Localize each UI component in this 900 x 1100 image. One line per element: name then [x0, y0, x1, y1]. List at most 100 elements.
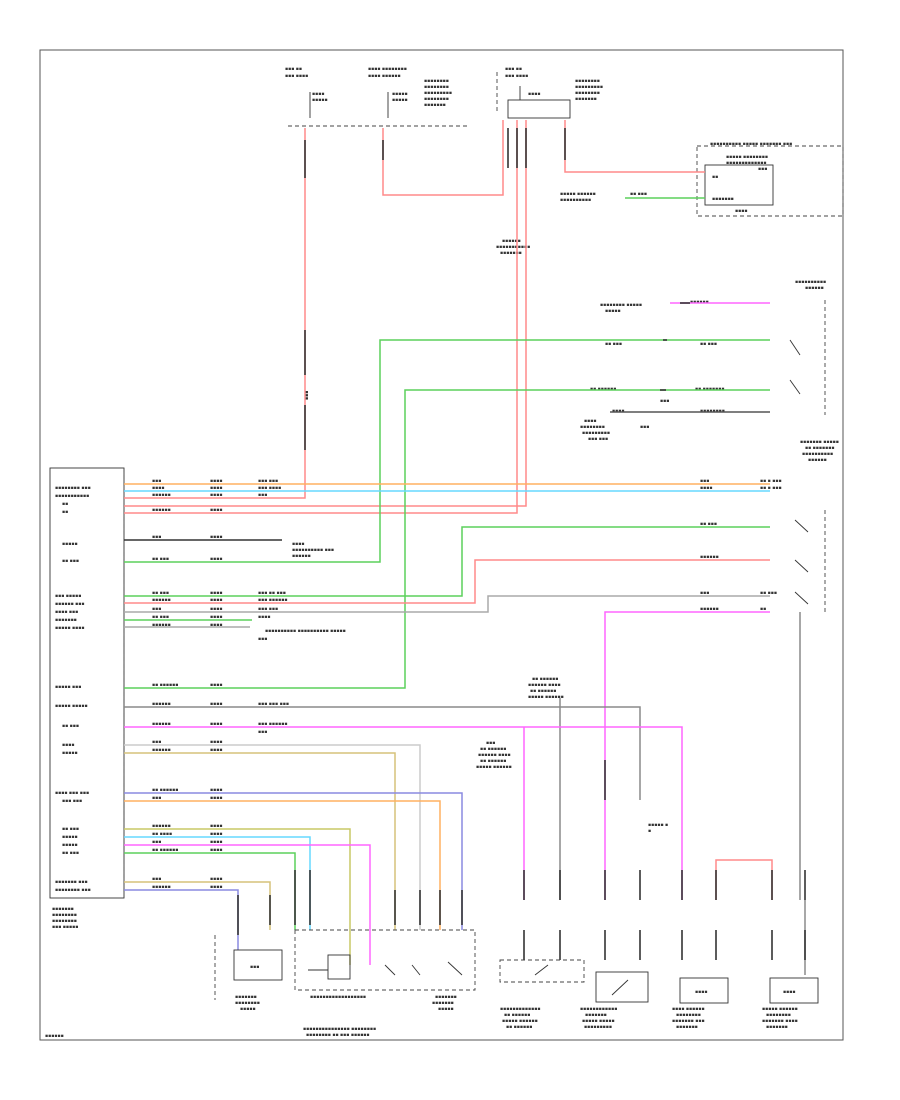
svg-text:▪▪▪▪: ▪▪▪▪ [210, 885, 222, 890]
svg-text:▪▪▪▪▪: ▪▪▪▪▪ [62, 751, 78, 756]
svg-text:▪▪▪▪▪▪: ▪▪▪▪▪▪ [152, 702, 171, 707]
svg-text:▪▪▪▪▪▪▪▪: ▪▪▪▪▪▪▪▪ [235, 1001, 260, 1006]
svg-text:▪▪▪▪▪▪: ▪▪▪▪▪▪ [808, 458, 827, 463]
svg-text:▪▪▪▪▪▪▪: ▪▪▪▪▪▪▪ [435, 995, 457, 1000]
svg-text:▪▪▪▪▪▪▪▪: ▪▪▪▪▪▪▪▪ [575, 91, 600, 96]
svg-text:▪▪▪▪▪▪▪: ▪▪▪▪▪▪▪ [52, 907, 74, 912]
svg-text:▪▪▪▪: ▪▪▪▪ [584, 419, 596, 424]
svg-text:▪▪▪▪▪: ▪▪▪▪▪ [62, 843, 78, 848]
svg-text:▪▪▪▪: ▪▪▪▪ [210, 535, 222, 540]
svg-text:▪▪ ▪▪▪▪: ▪▪ ▪▪▪▪ [152, 832, 172, 837]
svg-text:▪▪▪▪▪: ▪▪▪▪▪ [312, 98, 328, 103]
svg-text:▪▪▪: ▪▪▪ [152, 796, 161, 801]
svg-text:▪▪▪ ▪▪: ▪▪▪ ▪▪ [285, 67, 302, 72]
control-module: ▪▪▪▪▪▪▪▪ ▪▪▪ ▪▪▪▪▪▪▪▪▪▪▪ ▪▪ ▪▪ ▪▪▪▪▪ ▪▪ … [49, 467, 125, 930]
svg-text:▪▪▪▪▪▪▪ ▪▪▪: ▪▪▪▪▪▪▪ ▪▪▪ [672, 1019, 705, 1024]
svg-text:▪▪▪▪▪▪▪▪▪▪▪▪: ▪▪▪▪▪▪▪▪▪▪▪▪ [580, 1007, 617, 1012]
svg-text:▪▪ ▪▪▪▪▪▪: ▪▪ ▪▪▪▪▪▪ [530, 689, 556, 694]
instrument-cluster-box: ▪▪▪▪▪▪▪▪▪▪ ▪▪▪▪▪ ▪▪▪▪▪▪▪ ▪▪▪ ▪▪▪▪▪ ▪▪▪▪▪… [560, 142, 844, 217]
svg-text:▪▪▪▪: ▪▪▪▪ [210, 877, 222, 882]
svg-text:▪▪: ▪▪ [62, 510, 68, 515]
svg-text:▪▪▪▪: ▪▪▪▪ [210, 479, 222, 484]
svg-text:▪▪▪ ▪▪▪▪: ▪▪▪ ▪▪▪▪ [258, 486, 281, 491]
svg-text:▪▪▪▪▪▪: ▪▪▪▪▪▪ [152, 722, 171, 727]
wire-labels: ▪▪▪▪▪▪▪▪▪▪ ▪▪▪ ▪▪▪▪▪▪▪▪▪▪▪ ▪▪▪▪ ▪▪▪▪▪▪▪▪… [152, 391, 782, 890]
svg-text:▪▪▪▪▪ ▪▪▪▪: ▪▪▪▪▪ ▪▪▪▪ [55, 626, 84, 631]
svg-text:▪▪▪▪▪ ▪▪▪▪▪▪: ▪▪▪▪▪ ▪▪▪▪▪▪ [528, 695, 564, 700]
svg-text:▪▪ ▪▪▪: ▪▪ ▪▪▪ [62, 559, 79, 564]
svg-text:▪▪▪▪▪▪▪▪▪: ▪▪▪▪▪▪▪▪▪ [582, 431, 610, 436]
svg-text:▪▪▪: ▪▪▪ [258, 493, 267, 498]
svg-text:▪▪▪▪▪▪▪▪▪▪: ▪▪▪▪▪▪▪▪▪▪ [802, 452, 833, 457]
svg-text:▪▪▪ ▪▪▪: ▪▪▪ ▪▪▪ [588, 437, 608, 442]
svg-text:▪▪▪▪▪▪▪: ▪▪▪▪▪▪▪ [500, 251, 522, 256]
svg-text:▪▪▪ ▪▪▪▪▪: ▪▪▪ ▪▪▪▪▪ [52, 925, 78, 930]
svg-text:▪▪▪▪▪: ▪▪▪▪▪ [62, 542, 78, 547]
wire-red-4 [124, 120, 527, 507]
svg-text:▪▪▪: ▪▪▪ [258, 730, 267, 735]
svg-text:▪▪▪▪▪▪: ▪▪▪▪▪▪ [45, 1034, 64, 1039]
svg-text:▪▪▪▪▪▪ ▪▪▪▪: ▪▪▪▪▪▪ ▪▪▪▪ [478, 753, 511, 758]
svg-text:▪▪▪ ▪▪▪: ▪▪▪ ▪▪▪ [258, 607, 278, 612]
svg-text:▪▪▪▪▪▪: ▪▪▪▪▪▪ [152, 598, 171, 603]
svg-text:▪▪▪▪: ▪▪▪▪ [210, 702, 222, 707]
svg-text:▪▪▪ ▪▪▪: ▪▪▪ ▪▪▪ [62, 799, 82, 804]
svg-text:▪▪▪▪: ▪▪▪▪ [210, 796, 222, 801]
svg-text:▪▪▪▪: ▪▪▪▪ [62, 743, 74, 748]
wire-tan-lower [124, 752, 396, 930]
svg-text:▪▪: ▪▪ [712, 175, 718, 180]
svg-text:▪▪ ▪▪▪: ▪▪ ▪▪▪ [152, 591, 169, 596]
svg-text:▪▪▪▪▪▪▪▪: ▪▪▪▪▪▪▪▪ [424, 97, 449, 102]
svg-text:▪▪▪▪: ▪▪▪▪ [210, 591, 222, 596]
svg-text:▪▪▪▪▪: ▪▪▪▪▪ [240, 1007, 256, 1012]
svg-text:▪▪▪▪: ▪▪▪▪ [210, 557, 222, 562]
wire-magenta-long [604, 611, 770, 900]
wire-olive-1 [124, 828, 351, 965]
svg-text:▪▪: ▪▪ [62, 502, 68, 507]
svg-text:▪▪ ▪▪▪▪▪▪: ▪▪ ▪▪▪▪▪▪ [506, 1025, 532, 1030]
svg-text:▪▪▪▪▪: ▪▪▪▪▪ [605, 309, 621, 314]
svg-text:▪▪ ▪▪▪: ▪▪ ▪▪▪ [62, 851, 79, 856]
svg-text:▪▪▪: ▪▪▪ [152, 607, 161, 612]
svg-text:▪▪▪▪: ▪▪▪▪ [210, 848, 222, 853]
svg-text:▪▪▪▪▪▪▪▪: ▪▪▪▪▪▪▪▪ [52, 919, 77, 924]
svg-text:▪▪▪▪: ▪▪▪▪ [695, 990, 707, 995]
svg-text:▪▪▪▪: ▪▪▪▪ [210, 788, 222, 793]
svg-text:▪▪▪▪▪▪▪▪ ▪▪ ▪▪▪ ▪▪▪▪▪▪: ▪▪▪▪▪▪▪▪ ▪▪ ▪▪▪ ▪▪▪▪▪▪ [306, 1033, 370, 1038]
svg-text:▪▪ ▪▪▪▪▪▪: ▪▪ ▪▪▪▪▪▪ [504, 1013, 530, 1018]
switch-1 [499, 959, 585, 983]
svg-text:▪▪▪▪▪▪▪▪▪: ▪▪▪▪▪▪▪▪▪ [575, 85, 603, 90]
svg-text:▪▪▪▪▪ ▪▪▪▪▪▪: ▪▪▪▪▪ ▪▪▪▪▪▪ [476, 765, 512, 770]
svg-text:▪▪▪▪▪▪▪▪▪: ▪▪▪▪▪▪▪▪▪ [584, 1025, 612, 1030]
svg-text:▪▪▪▪▪▪▪: ▪▪▪▪▪▪▪ [676, 1025, 698, 1030]
svg-text:▪▪ ▪▪▪: ▪▪ ▪▪▪ [630, 192, 647, 197]
svg-text:▪▪▪ ▪▪ ▪▪▪: ▪▪▪ ▪▪ ▪▪▪ [258, 591, 286, 596]
svg-text:▪▪▪▪▪▪: ▪▪▪▪▪▪ [152, 824, 171, 829]
svg-text:▪: ▪ [648, 829, 651, 834]
svg-text:▪▪▪▪▪▪: ▪▪▪▪▪▪ [152, 748, 171, 753]
svg-text:▪▪▪▪: ▪▪▪▪ [210, 722, 222, 727]
svg-text:▪▪ ▪▪▪: ▪▪ ▪▪▪ [700, 342, 717, 347]
svg-text:▪▪▪▪: ▪▪▪▪ [210, 486, 222, 491]
svg-text:▪▪▪▪: ▪▪▪▪ [210, 832, 222, 837]
svg-text:▪▪▪: ▪▪▪ [700, 479, 709, 484]
switch-2 [595, 971, 649, 1003]
svg-text:▪▪▪▪▪: ▪▪▪▪▪ [438, 1007, 454, 1012]
svg-text:▪▪▪: ▪▪▪ [758, 167, 767, 172]
svg-text:▪▪▪▪▪▪▪: ▪▪▪▪▪▪▪ [712, 197, 734, 202]
svg-text:▪▪▪▪▪ ▪▪▪▪▪▪: ▪▪▪▪▪ ▪▪▪▪▪▪ [762, 1007, 798, 1012]
svg-text:▪▪▪: ▪▪▪ [700, 591, 709, 596]
svg-text:▪▪▪▪▪▪▪▪▪▪▪▪▪▪▪ ▪▪▪▪▪▪▪▪: ▪▪▪▪▪▪▪▪▪▪▪▪▪▪▪ ▪▪▪▪▪▪▪▪ [303, 1027, 376, 1032]
svg-text:▪▪▪▪: ▪▪▪▪ [210, 493, 222, 498]
svg-text:▪▪▪▪ ▪▪▪: ▪▪▪▪ ▪▪▪ [55, 610, 78, 615]
svg-text:▪▪▪▪▪▪▪▪▪▪▪▪▪: ▪▪▪▪▪▪▪▪▪▪▪▪▪ [726, 161, 766, 166]
wire-blue-2 [124, 889, 239, 950]
svg-text:▪▪ ▪▪▪: ▪▪ ▪▪▪ [62, 827, 79, 832]
svg-text:▪▪▪▪▪▪: ▪▪▪▪▪▪ [152, 508, 171, 513]
wire-gray-row [124, 595, 770, 613]
svg-text:▪▪▪▪▪ ▪▪▪▪▪▪▪▪: ▪▪▪▪▪ ▪▪▪▪▪▪▪▪ [726, 155, 768, 160]
svg-text:▪▪ ▪▪▪: ▪▪ ▪▪▪ [700, 522, 717, 527]
svg-text:▪▪▪▪▪▪▪▪▪▪: ▪▪▪▪▪▪▪▪▪▪ [560, 198, 591, 203]
svg-text:▪▪▪▪▪ ▪▪▪▪▪▪: ▪▪▪▪▪ ▪▪▪▪▪▪ [560, 192, 596, 197]
